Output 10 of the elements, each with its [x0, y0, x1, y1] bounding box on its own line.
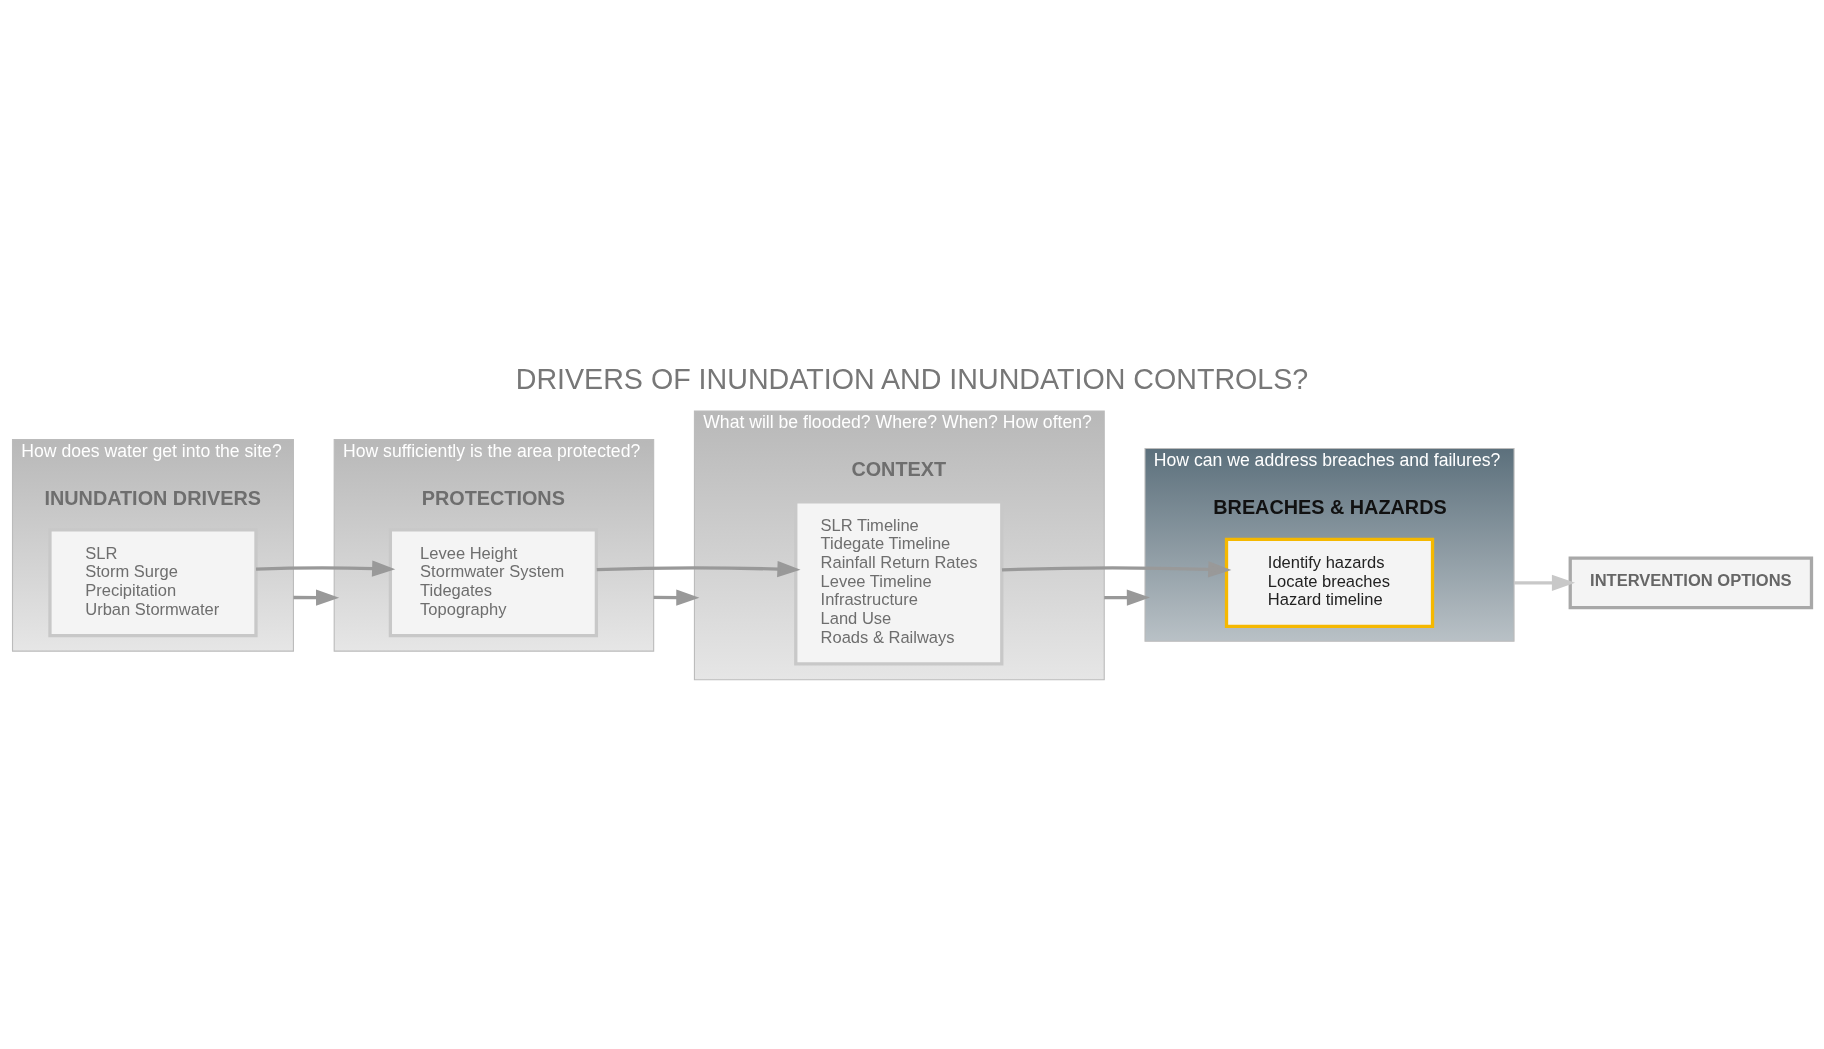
arrow [293, 589, 340, 606]
arrow [1001, 560, 1232, 577]
arrow [653, 589, 700, 606]
diagram-title: DRIVERS OF INUNDATION AND INUNDATION CONTROLS? [515, 362, 1309, 395]
arrow [255, 559, 396, 577]
arrow [1104, 589, 1150, 606]
node-box: Identify hazards Locate breaches Hazard timeline [1224, 537, 1435, 628]
node-box: INTERVENTION OPTIONS [1568, 555, 1814, 609]
arrow [596, 560, 801, 577]
arrow [1514, 574, 1576, 591]
